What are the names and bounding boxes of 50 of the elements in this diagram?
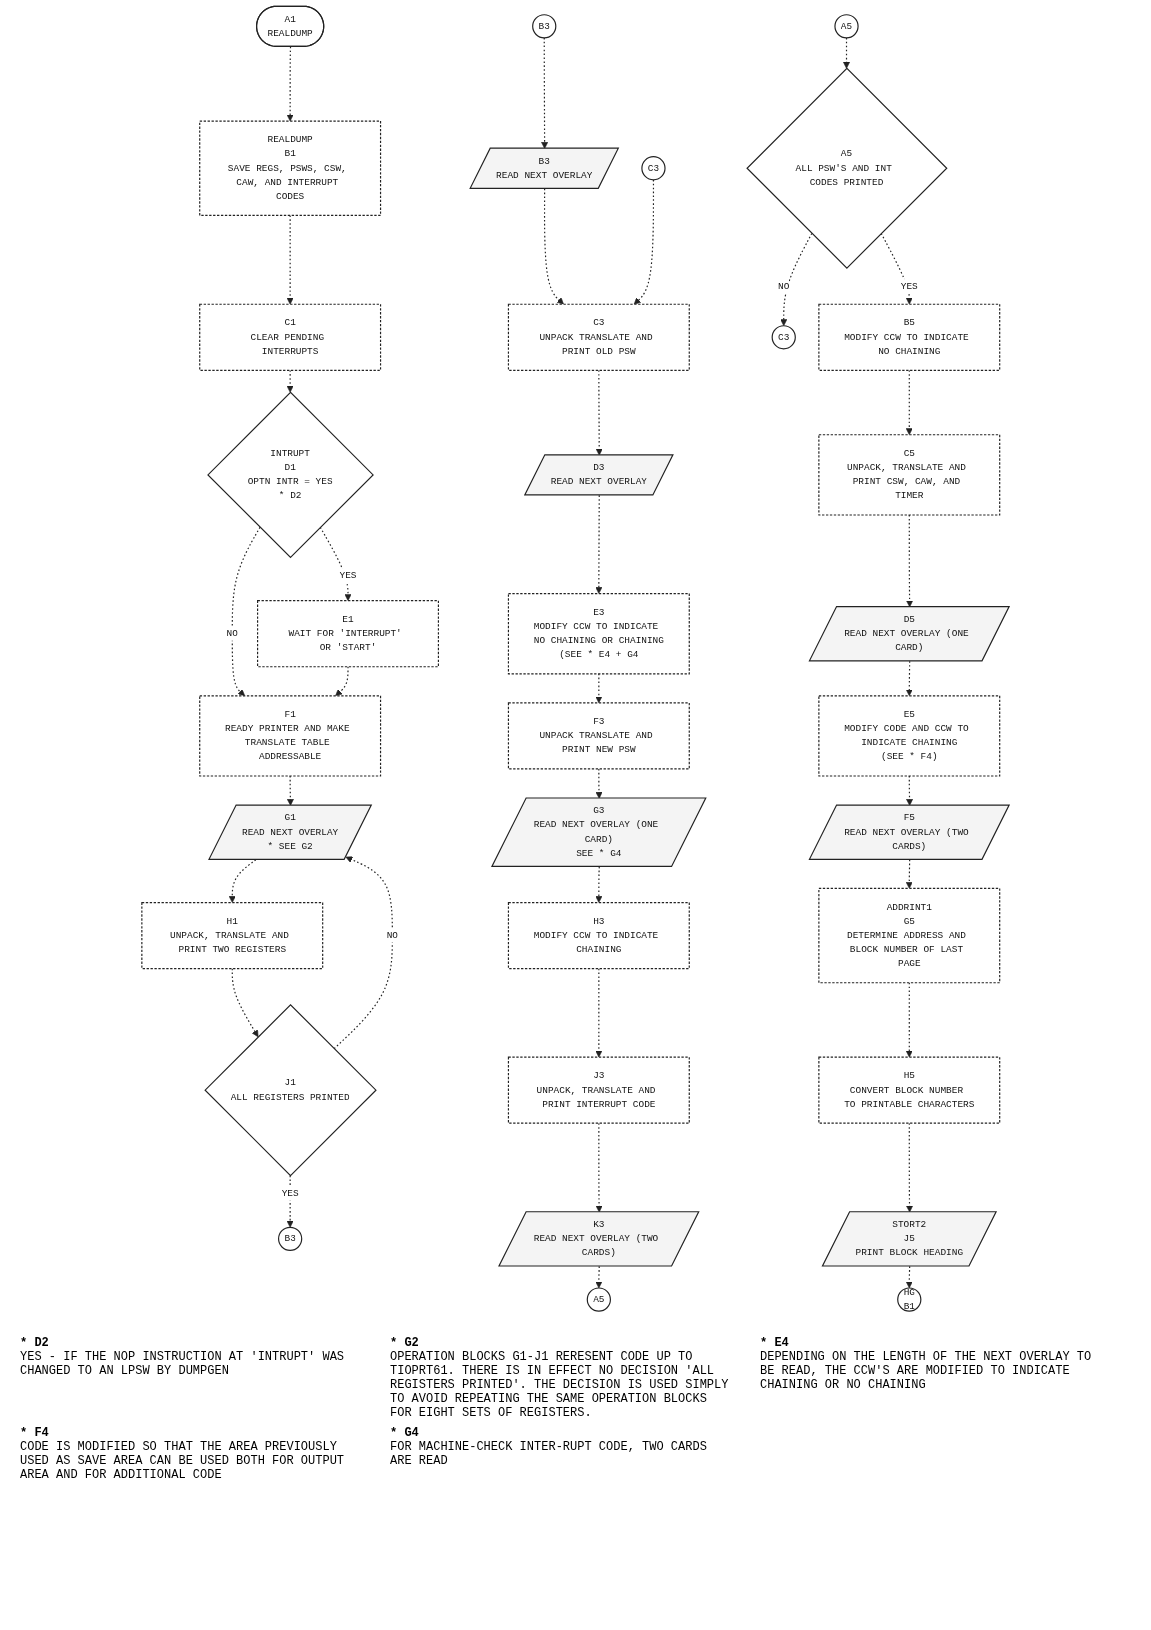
node-circle: C3 [641,156,666,181]
arrow [780,232,813,327]
node-circle: A5 [586,1287,611,1312]
node-circle: B3 [532,14,557,39]
node-box: H3 MODIFY CCW TO INDICATE CHAINING [507,902,690,970]
edge-label: NO [386,930,399,942]
note-reference: * F4 [20,1426,50,1440]
node-box: ADDRINT1 G5 DETERMINE ADDRESS AND BLOCK NUMBER OF LAST PAGE [818,887,1001,984]
arrow [335,666,349,697]
note-reference: * D2 [20,1336,50,1350]
node-box: E1 WAIT FOR 'INTERRUPT' OR 'START' [257,600,439,668]
node-diamond: INTRUPT D1 OPTN INTR = YES * D2 [207,391,374,559]
edge-label: NO [778,280,790,292]
node-circle: A5 [834,14,859,39]
node-box: E3 MODIFY CCW TO INDICATE NO CHAINING OR CHAINING (SEE * E4 + G4 [507,593,690,675]
node-circle: B3 [278,1226,303,1251]
node-box: F3 UNPACK TRANSLATE AND PRINT NEW PSW [507,702,690,770]
note-reference: * G2 [390,1336,420,1350]
arrow [633,179,655,305]
node-diamond: J1 ALL REGISTERS PRINTED [204,1003,377,1177]
node-circle: HG B1 [897,1287,922,1312]
note-text: DEPENDING ON THE LENGTH OF THE NEXT OVERLAY TO BE READ, THE CCW'S ARE MODIFIED TO INDICATE CHAINING OR NO CHAINING [760,1350,1093,1392]
edge-label: NO [226,628,238,640]
node-box: C3 UNPACK TRANSLATE AND PRINT OLD PSW [507,303,690,371]
node-diamond: A5 ALL PSW'S AND INT CODES PRINTED [746,67,948,269]
node-box: C5 UNPACK, TRANSLATE AND PRINT CSW, CAW, AND TIMER [818,434,1001,516]
edge-label: YES [339,570,357,582]
note-reference: * G4 [390,1426,420,1440]
note-text: YES - IF THE NOP INSTRUCTION AT 'INTRUPT' WAS CHANGED TO AN LPSW BY DUMPGEN [20,1350,346,1378]
node-circle: C3 [771,325,796,350]
edge-label: YES [281,1188,299,1200]
node-box: C1 CLEAR PENDING INTERRUPTS [199,303,382,371]
arrow [595,968,603,1058]
note-text: CODE IS MODIFIED SO THAT THE AREA PREVIOUSLY USED AS SAVE AREA CAN BE USED BOTH FOR OUTPUT AREA AND FOR ADDITIONAL CODE [20,1440,346,1482]
node-box: F1 READY PRINTER AND MAKE TRANSLATE TABLE ADDRESSABLE [199,695,382,777]
note-text: OPERATION BLOCKS G1-J1 RERESENT CODE UP TO TIOPRT61. THERE IS IN EFFECT NO DECISION 'ALL REGISTERS PRINTED'. THE DECISION IS USED SIMPLY TO AVOID REPEATING THE SAME OPERATION BLOCKS FOR EIGHT SETS OF REGISTERS. [390,1350,730,1420]
node-box: B5 MODIFY CCW TO INDICATE NO CHAINING [818,303,1001,371]
node-box: H5 CONVERT BLOCK NUMBER TO PRINTABLE CHARACTERS [818,1056,1001,1124]
arrow [905,982,913,1058]
arrow [595,673,603,704]
arrow [231,968,259,1038]
node-box: H1 UNPACK, TRANSLATE AND PRINT TWO REGISTERS [141,902,324,970]
note-reference: * E4 [760,1336,790,1350]
node-box: E5 MODIFY CODE AND CCW TO INDICATE CHAINING (SEE * F4) [818,695,1001,777]
note-text: FOR MACHINE-CHECK INTER-RUPT CODE, TWO CARDS ARE READ [390,1440,708,1468]
arrow [286,1175,294,1228]
edge-label: YES [900,280,918,292]
node-box: J3 UNPACK, TRANSLATE AND PRINT INTERRUPT CODE [507,1056,690,1124]
arrow [286,46,294,122]
node-box: REALDUMP B1 SAVE REGS, PSWS, CSW, CAW, AND INTERRUPT CODES [199,120,382,216]
